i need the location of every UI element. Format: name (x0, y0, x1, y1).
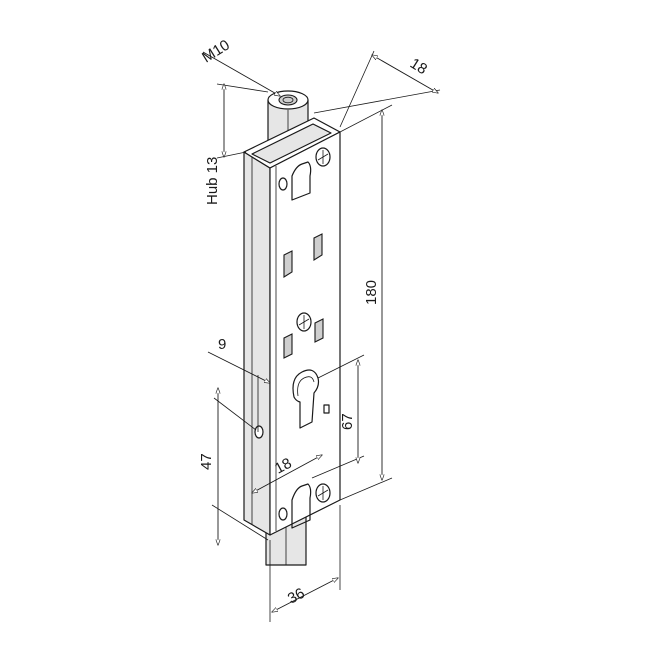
label-width-cylinder: 18 (272, 455, 295, 478)
label-m10: M10 (199, 37, 233, 67)
label-height-67: 67 (339, 413, 356, 430)
label-offset-9: 9 (218, 336, 226, 353)
label-width-bottom: 36 (285, 585, 308, 608)
label-height-total: 180 (363, 280, 380, 305)
side-hole (254, 425, 264, 439)
dim-m10: M10 (199, 37, 280, 96)
faceplate (254, 131, 341, 536)
dim-width-bottom: 36 (269, 505, 341, 622)
dim-height-total: 180 (339, 104, 393, 501)
label-width-top: 18 (407, 55, 430, 78)
dim-width-cylinder: 18 (252, 455, 322, 493)
dim-width-top: 18 (313, 50, 441, 128)
latch-slot-pair-upper (283, 233, 323, 278)
dim-stroke: Hub 13 (204, 84, 269, 205)
square-hole (323, 404, 330, 414)
label-height-47: 47 (198, 453, 215, 470)
latch-slot-pair-middle (283, 318, 324, 359)
label-stroke: Hub 13 (204, 157, 221, 205)
lock-body-side (243, 151, 271, 536)
top-slot (291, 161, 312, 201)
dim-offset-9: 9 (207, 336, 270, 432)
dim-height-47: 47 (198, 388, 269, 545)
cylinder-cutout (292, 369, 320, 429)
